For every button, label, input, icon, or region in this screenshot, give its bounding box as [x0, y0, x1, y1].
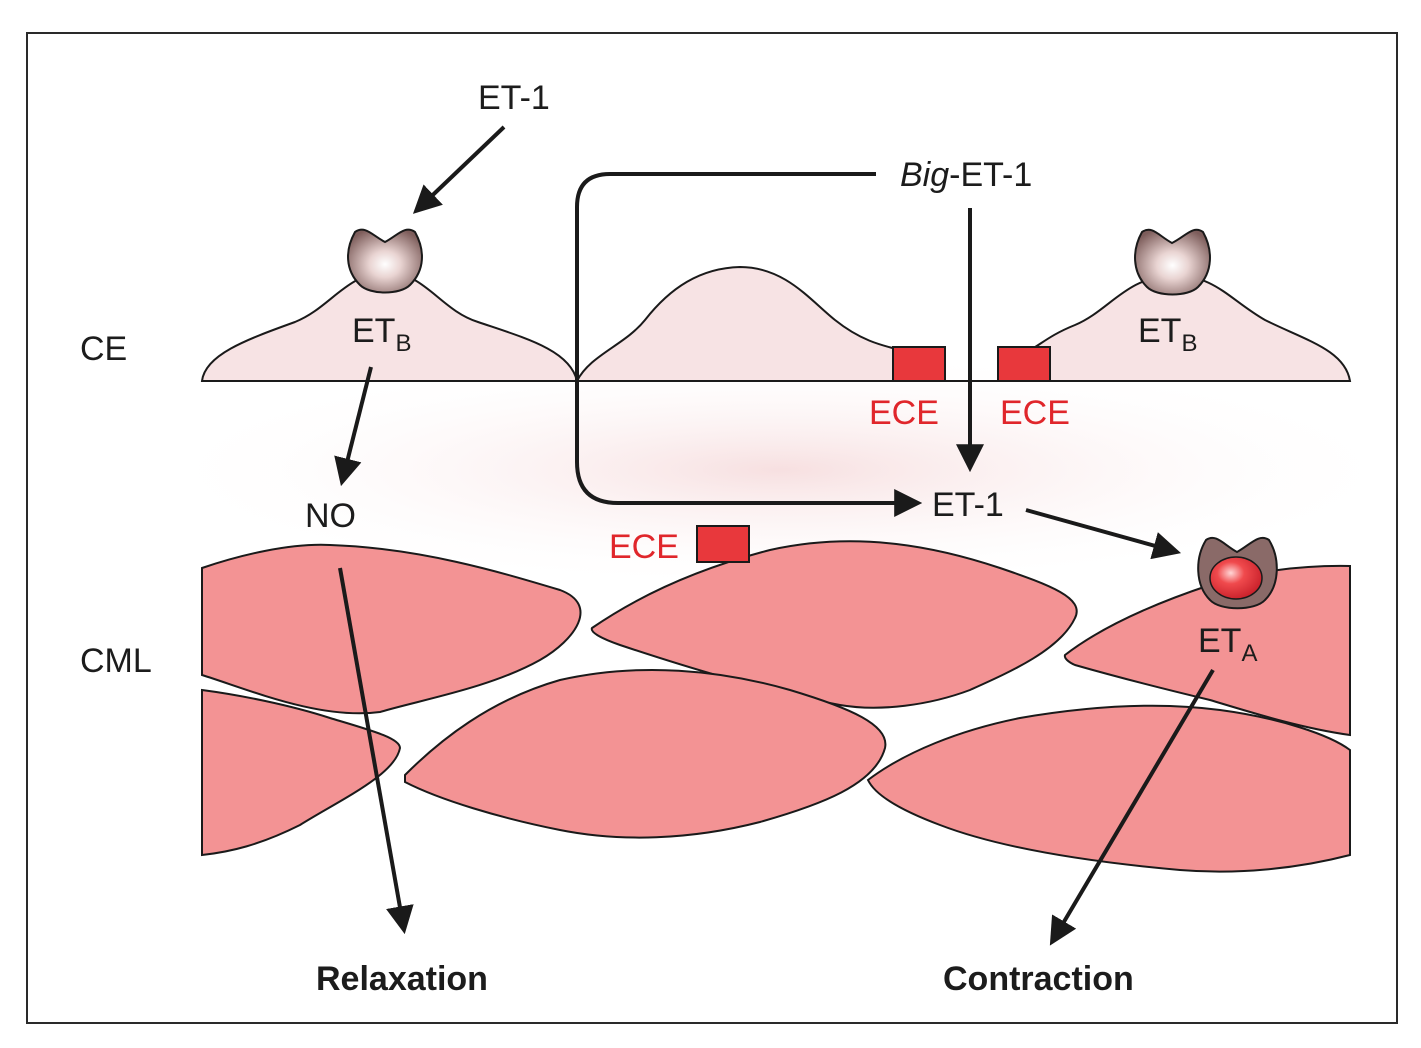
muscle-cell-5 — [404, 668, 887, 839]
receptor-cup-icon — [1197, 536, 1278, 610]
arrow-et1-to-etb — [412, 125, 506, 214]
endothelium-layer — [200, 265, 1352, 382]
arrow-et1-to-eta — [1025, 508, 1182, 560]
ece-box-endothelial-right — [997, 346, 1051, 382]
muscle-cell-3 — [1063, 564, 1351, 737]
muscle-cell-4 — [201, 688, 402, 857]
label-ece-2: ECE — [1000, 394, 1070, 432]
ece-box-endothelial-middle — [892, 346, 946, 382]
label-ce: CE — [80, 330, 127, 368]
muscle-cell-2 — [590, 540, 1078, 709]
endothelial-cell-middle — [575, 265, 946, 382]
arrow-no-to-relaxation — [338, 567, 414, 935]
label-etb-left: ETB — [352, 312, 411, 357]
arrow-eta-to-contraction — [1049, 668, 1215, 946]
label-relaxation: Relaxation — [316, 960, 488, 998]
label-big-suffix: -ET-1 — [949, 156, 1032, 194]
receptor-cup-icon — [1134, 228, 1211, 296]
label-cml: CML — [80, 642, 152, 680]
etb-left-main: ET — [352, 312, 395, 350]
label-big-et1: Big-ET-1 — [900, 156, 1032, 194]
smooth-muscle-layer — [201, 540, 1351, 873]
muscle-cell-1 — [201, 543, 582, 715]
etb-right-sub: B — [1181, 330, 1197, 357]
label-et1-top: ET-1 — [478, 79, 550, 117]
etb-left-sub: B — [395, 330, 411, 357]
arrow-bigET1-bypass — [575, 172, 923, 517]
etb-right-main: ET — [1138, 312, 1181, 350]
label-ece-3: ECE — [609, 528, 679, 566]
label-ece-1: ECE — [869, 394, 939, 432]
label-etb-right: ETB — [1138, 312, 1197, 357]
label-et1-mid: ET-1 — [932, 486, 1004, 524]
label-no: NO — [305, 497, 356, 535]
ece-box-muscle — [696, 525, 750, 563]
label-contraction: Contraction — [943, 960, 1134, 998]
eta-main: ET — [1198, 622, 1241, 660]
eta-sub: A — [1241, 640, 1257, 667]
label-big-prefix: Big — [900, 156, 949, 194]
arrow-etb-to-no — [334, 366, 373, 487]
label-eta: ETA — [1198, 622, 1257, 667]
muscle-cell-6 — [866, 704, 1351, 873]
receptor-cup-icon — [347, 228, 423, 294]
